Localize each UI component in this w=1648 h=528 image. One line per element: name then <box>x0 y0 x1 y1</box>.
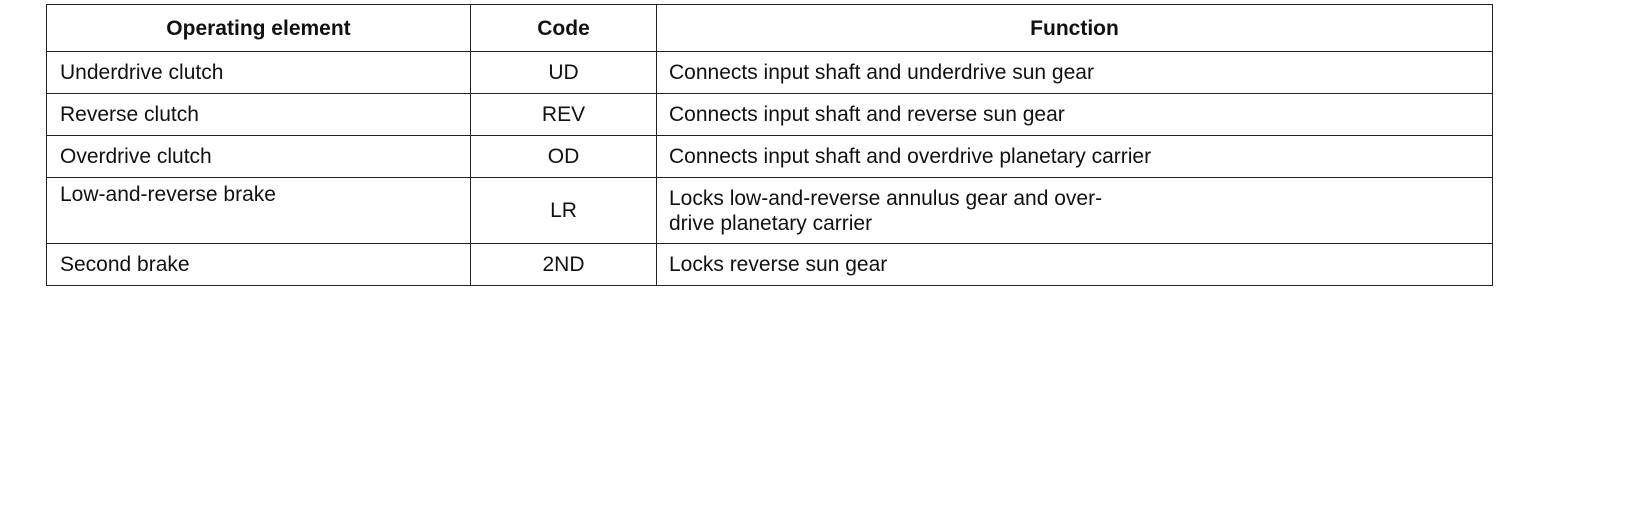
code-cell: LR <box>470 177 657 244</box>
code-cell: 2ND <box>470 243 657 286</box>
operating-element-cell: Underdrive clutch <box>46 51 471 94</box>
function-line: drive planetary carrier <box>669 211 873 235</box>
table-row: Low-and-reverse brake LR Locks low-and-r… <box>46 177 1493 244</box>
code-cell: UD <box>470 51 657 94</box>
function-cell: Connects input shaft and underdrive sun … <box>656 51 1493 94</box>
function-cell: Locks reverse sun gear <box>656 243 1493 286</box>
table-row: Reverse clutch REV Connects input shaft … <box>46 93 1493 136</box>
function-cell: Locks low-and-reverse annulus gear and o… <box>656 177 1493 244</box>
function-line: Locks reverse sun gear <box>669 253 888 276</box>
table-row: Second brake 2ND Locks reverse sun gear <box>46 243 1493 286</box>
header-operating-element: Operating element <box>46 4 471 52</box>
code-cell: REV <box>470 93 657 136</box>
function-line: Connects input shaft and reverse sun gea… <box>669 103 1065 126</box>
operating-element-cell: Second brake <box>46 243 471 286</box>
function-cell: Connects input shaft and overdrive plane… <box>656 135 1493 178</box>
operating-elements-table: Operating element Code Function Underdri… <box>46 4 1493 286</box>
code-cell: OD <box>470 135 657 178</box>
header-function: Function <box>656 4 1493 52</box>
table-header-row: Operating element Code Function <box>46 4 1493 52</box>
table-row: Overdrive clutch OD Connects input shaft… <box>46 135 1493 178</box>
operating-element-cell: Overdrive clutch <box>46 135 471 178</box>
table-row: Underdrive clutch UD Connects input shaf… <box>46 51 1493 94</box>
function-line: Connects input shaft and underdrive sun … <box>669 61 1094 84</box>
operating-element-cell: Reverse clutch <box>46 93 471 136</box>
operating-elements-sheet: Operating element Code Function Underdri… <box>46 4 1493 286</box>
function-line: Connects input shaft and overdrive plane… <box>669 145 1152 168</box>
function-line: Locks low-and-reverse annulus gear and o… <box>669 186 1103 210</box>
function-cell: Connects input shaft and reverse sun gea… <box>656 93 1493 136</box>
header-code: Code <box>470 4 657 52</box>
operating-element-cell: Low-and-reverse brake <box>46 177 471 244</box>
